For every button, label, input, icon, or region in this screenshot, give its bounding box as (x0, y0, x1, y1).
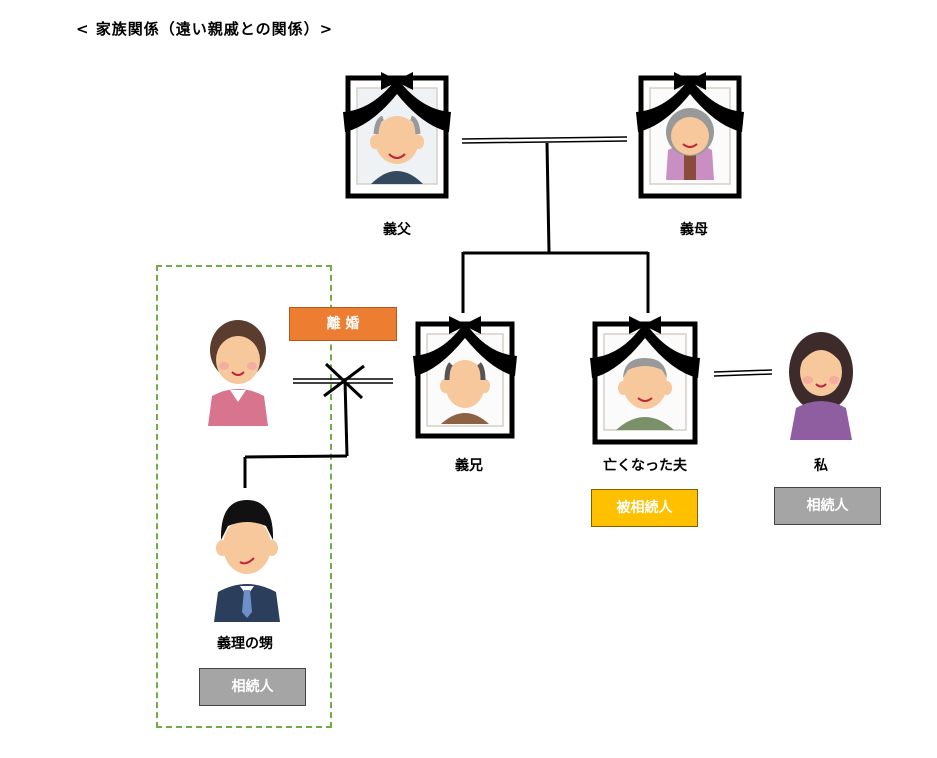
decedent-badge: 被相続人 (591, 489, 698, 527)
page-title: < 家族関係（遠い親戚との関係）> (76, 20, 334, 38)
descent-line-nephew (343, 379, 349, 457)
divorce-badge: 離 婚 (289, 307, 397, 341)
me-illustration (789, 332, 853, 440)
late-husband-label: 亡くなった夫 (603, 458, 687, 474)
marriage-line-parents (461, 140, 628, 144)
ex-wife-illustration (208, 320, 268, 426)
nephew-in-law-illustration (214, 500, 280, 622)
brother-in-law-label: 義兄 (455, 458, 483, 474)
descent-line (545, 142, 551, 253)
father-in-law-memorial-portrait (343, 72, 451, 199)
heir-group-box (156, 265, 332, 728)
brother-in-law-memorial-portrait (413, 316, 517, 439)
marriage-line-parents (461, 136, 628, 140)
me-label: 私 (814, 458, 828, 474)
heir-badge-me: 相続人 (774, 487, 881, 525)
mother-in-law-memorial-portrait (636, 72, 744, 199)
marriage-line-me (713, 373, 773, 377)
father-in-law-label: 義父 (383, 222, 411, 238)
mother-in-law-label: 義母 (680, 222, 708, 238)
heir-badge-nephew: 相続人 (199, 668, 306, 706)
descent-line-nephew (244, 454, 348, 459)
marriage-line-me (713, 369, 773, 373)
late-husband-memorial-portrait (590, 316, 700, 445)
nephew-in-law-label: 義理の甥 (217, 636, 273, 652)
